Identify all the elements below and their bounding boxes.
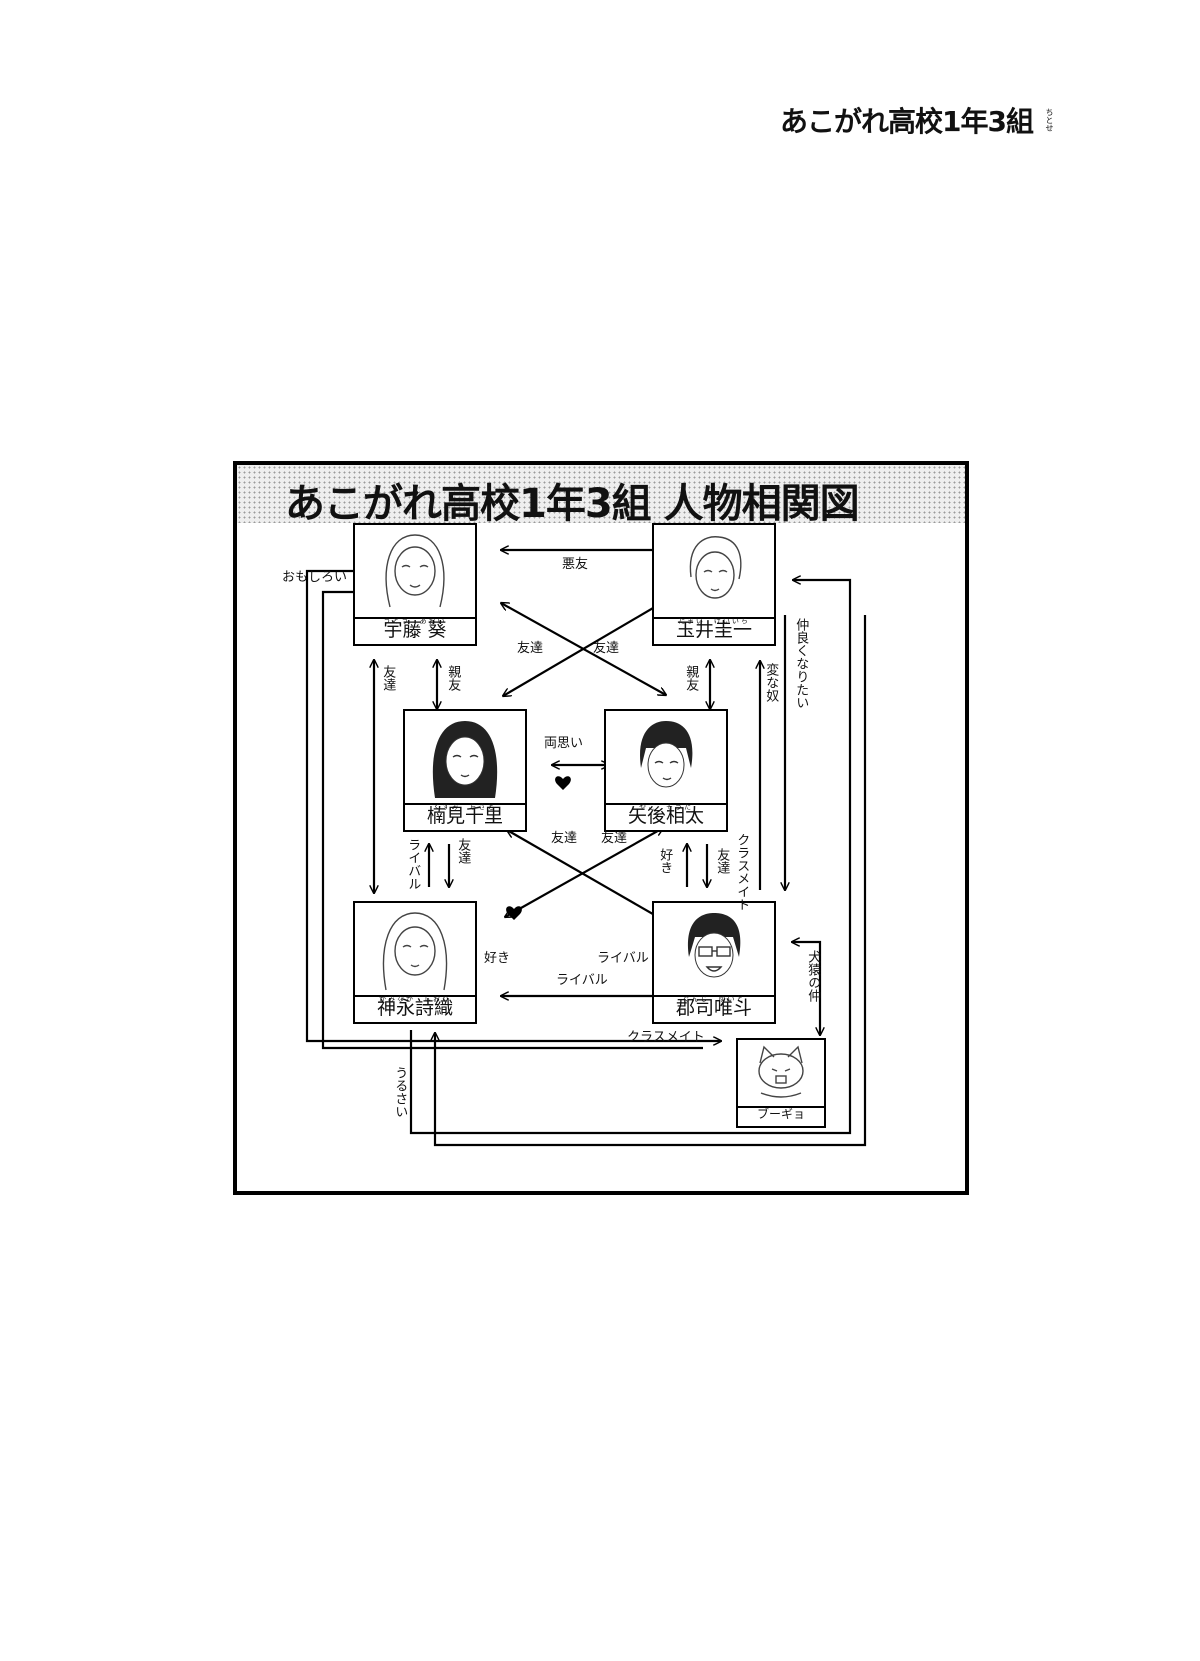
page-header: あこがれ高校1年3組 ちとせ bbox=[780, 100, 1080, 140]
arrow-gunji-bugyo bbox=[792, 942, 820, 1035]
name-gunji: 郡司唯斗 bbox=[675, 997, 752, 1019]
ruby-gunji: ぐんじ ゆいと bbox=[682, 995, 746, 1003]
label-gunji-classmate: クラスメイト bbox=[627, 1030, 705, 1045]
label-uto-kusumi: 親友 bbox=[445, 665, 461, 691]
portrait-image bbox=[385, 534, 445, 608]
character-card-gunji: ぐんじ ゆいと 郡司唯斗 bbox=[652, 901, 776, 1024]
ruby-uto: うとう あおい bbox=[383, 617, 447, 625]
label-gunji-tamai: 仲良くなりたい bbox=[793, 618, 809, 709]
diagram-title: あこがれ高校1年3組 人物相関図 bbox=[285, 481, 860, 527]
label-gunji-kusumi: ライバル bbox=[597, 951, 649, 966]
label-gunji-yago-friend: 友達 bbox=[714, 848, 730, 874]
portrait-kaminaga bbox=[355, 903, 475, 997]
page-header-title: あこがれ高校1年3組 bbox=[780, 105, 1034, 138]
ruby-kaminaga: かみなが しおり bbox=[379, 995, 451, 1003]
character-card-kusumi: くすみ ちさと 楠見千里 bbox=[403, 709, 527, 832]
heart-icon bbox=[506, 906, 522, 920]
name-kaminaga: 神永詩織 bbox=[376, 997, 453, 1019]
label-kusumi-kaminaga-rival: ライバル bbox=[405, 838, 421, 890]
character-card-bugyo: ブーギョ bbox=[736, 1038, 826, 1128]
portrait-image bbox=[382, 912, 448, 991]
name-tamai: 玉井圭一 bbox=[675, 619, 752, 641]
character-card-tamai: たまい けいいち 玉井圭一 bbox=[652, 523, 776, 646]
label-kaminaga-outer: うるさい bbox=[392, 1066, 408, 1118]
character-card-uto: うとう あおい 宇藤 葵 bbox=[353, 523, 477, 646]
name-yago: 矢後相太 bbox=[627, 805, 704, 827]
label-kusumi-gunji: 友達 bbox=[551, 831, 578, 846]
character-card-kaminaga: かみなが しおり 神永詩織 bbox=[353, 901, 477, 1024]
portrait-image bbox=[689, 536, 742, 599]
label-kusumi-yago: 両思い bbox=[544, 736, 584, 751]
label-gunji-kusumi-friend: 友達 bbox=[601, 831, 628, 846]
label-uto-yago: 友達 bbox=[517, 641, 544, 656]
label-tamai-gunji: 変な奴 bbox=[763, 663, 779, 702]
ruby-kusumi: くすみ ちさと bbox=[433, 803, 497, 811]
portrait-gunji bbox=[654, 903, 774, 997]
name-kusumi: 楠見千里 bbox=[426, 805, 503, 827]
label-tamai-kusumi: 友達 bbox=[593, 641, 620, 656]
label-yago-kaminaga: 好き bbox=[484, 951, 511, 966]
arrow-outer-kaminaga-back bbox=[435, 615, 867, 1147]
relationship-chart: あこがれ高校1年3組 人物相関図 bbox=[233, 461, 969, 1195]
label-kusumi-kaminaga-friend: 友達 bbox=[455, 838, 471, 864]
arrow-outer-classmate bbox=[321, 592, 703, 1050]
label-gunji-yago-like: 好き bbox=[657, 848, 673, 874]
name-uto: 宇藤 葵 bbox=[383, 619, 447, 641]
portrait-kusumi bbox=[405, 711, 525, 805]
ruby-yago: やご そうた bbox=[639, 803, 693, 811]
heart-icon bbox=[555, 776, 571, 790]
portrait-image bbox=[432, 721, 498, 798]
relation-arrows bbox=[305, 465, 867, 1147]
label-kaminaga-gunji: ライバル bbox=[556, 973, 608, 988]
character-card-yago: やご そうた 矢後相太 bbox=[604, 709, 728, 832]
arrow-outer-kaminaga bbox=[409, 580, 852, 1135]
portrait-image bbox=[688, 913, 741, 978]
portrait-image bbox=[640, 721, 693, 788]
arrow-kusumi-gunji bbox=[507, 830, 665, 921]
portrait-bugyo bbox=[738, 1040, 824, 1108]
label-uto-outer: おもしろい bbox=[282, 570, 348, 585]
label-yago-gunji: クラスメイト bbox=[734, 833, 750, 911]
page-header-ruby: ちとせ bbox=[1045, 108, 1054, 132]
title-band: あこがれ高校1年3組 人物相関図 bbox=[237, 465, 965, 527]
portrait-tamai bbox=[654, 525, 774, 619]
label-gunji-bugyo: 犬猿の仲 bbox=[805, 950, 821, 1002]
name-bugyo: ブーギョ bbox=[756, 1107, 805, 1121]
portrait-uto bbox=[355, 525, 475, 619]
arrow-outer-uto bbox=[305, 571, 721, 1041]
label-tamai-yago: 親友 bbox=[683, 665, 699, 691]
label-uto-kaminaga: 友達 bbox=[380, 665, 396, 691]
cat-icon bbox=[758, 1045, 804, 1098]
ruby-tamai: たまい けいいち bbox=[678, 617, 750, 625]
label-uto-tamai: 悪友 bbox=[562, 557, 589, 572]
portrait-yago bbox=[606, 711, 726, 805]
